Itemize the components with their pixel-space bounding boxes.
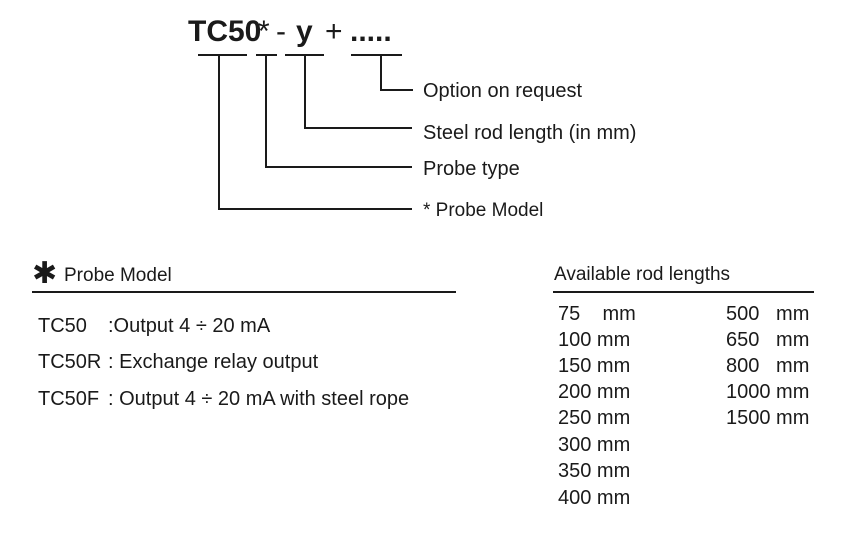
code-star: * (258, 15, 270, 48)
callout-length: Steel rod length (in mm) (423, 122, 637, 144)
probe-row-desc: : Exchange relay output (108, 351, 319, 373)
code-y: y (296, 15, 313, 48)
probe-row-desc: : Output 4 ÷ 20 mA with steel rope (108, 388, 410, 410)
rod-length-item: 100 mm (558, 329, 631, 351)
code-dash: - (276, 15, 286, 48)
connector-model (218, 55, 412, 210)
connector-length (304, 55, 412, 129)
rod-length-item: 150 mm (558, 355, 631, 377)
callout-model: * Probe Model (423, 200, 544, 221)
rod-length-item: 800 mm (726, 355, 810, 377)
code-model: TC50 (188, 15, 262, 48)
probe-model-star-icon: ✱ (32, 257, 58, 290)
rod-length-item: 400 mm (558, 487, 631, 509)
callout-option: Option on request (423, 80, 582, 102)
rod-length-item: 650 mm (726, 329, 810, 351)
probe-model-heading: Probe Model (64, 265, 172, 286)
rod-lengths-heading: Available rod lengths (554, 264, 731, 285)
probe-row-code: TC50 (38, 315, 87, 337)
rod-lengths-rule (553, 291, 814, 293)
rod-length-item: 1000 mm (726, 381, 810, 403)
connector-option (380, 55, 413, 91)
probe-row-desc: :Output 4 ÷ 20 mA (108, 315, 271, 337)
rod-length-item: 200 mm (558, 381, 631, 403)
callout-type: Probe type (423, 158, 520, 180)
code-dots: ..... (350, 15, 392, 48)
rod-length-item: 300 mm (558, 434, 631, 456)
probe-row-code: TC50F (38, 388, 100, 410)
connector-type (265, 55, 412, 168)
rod-length-item: 350 mm (558, 460, 631, 482)
rod-length-item: 500 mm (726, 303, 810, 325)
rod-length-item: 1500 mm (726, 407, 810, 429)
probe-model-rule (32, 291, 456, 293)
rod-length-item: 75 mm (558, 303, 636, 325)
rod-length-item: 250 mm (558, 407, 631, 429)
code-plus: + (325, 15, 343, 48)
probe-row-code: TC50R (38, 351, 102, 373)
